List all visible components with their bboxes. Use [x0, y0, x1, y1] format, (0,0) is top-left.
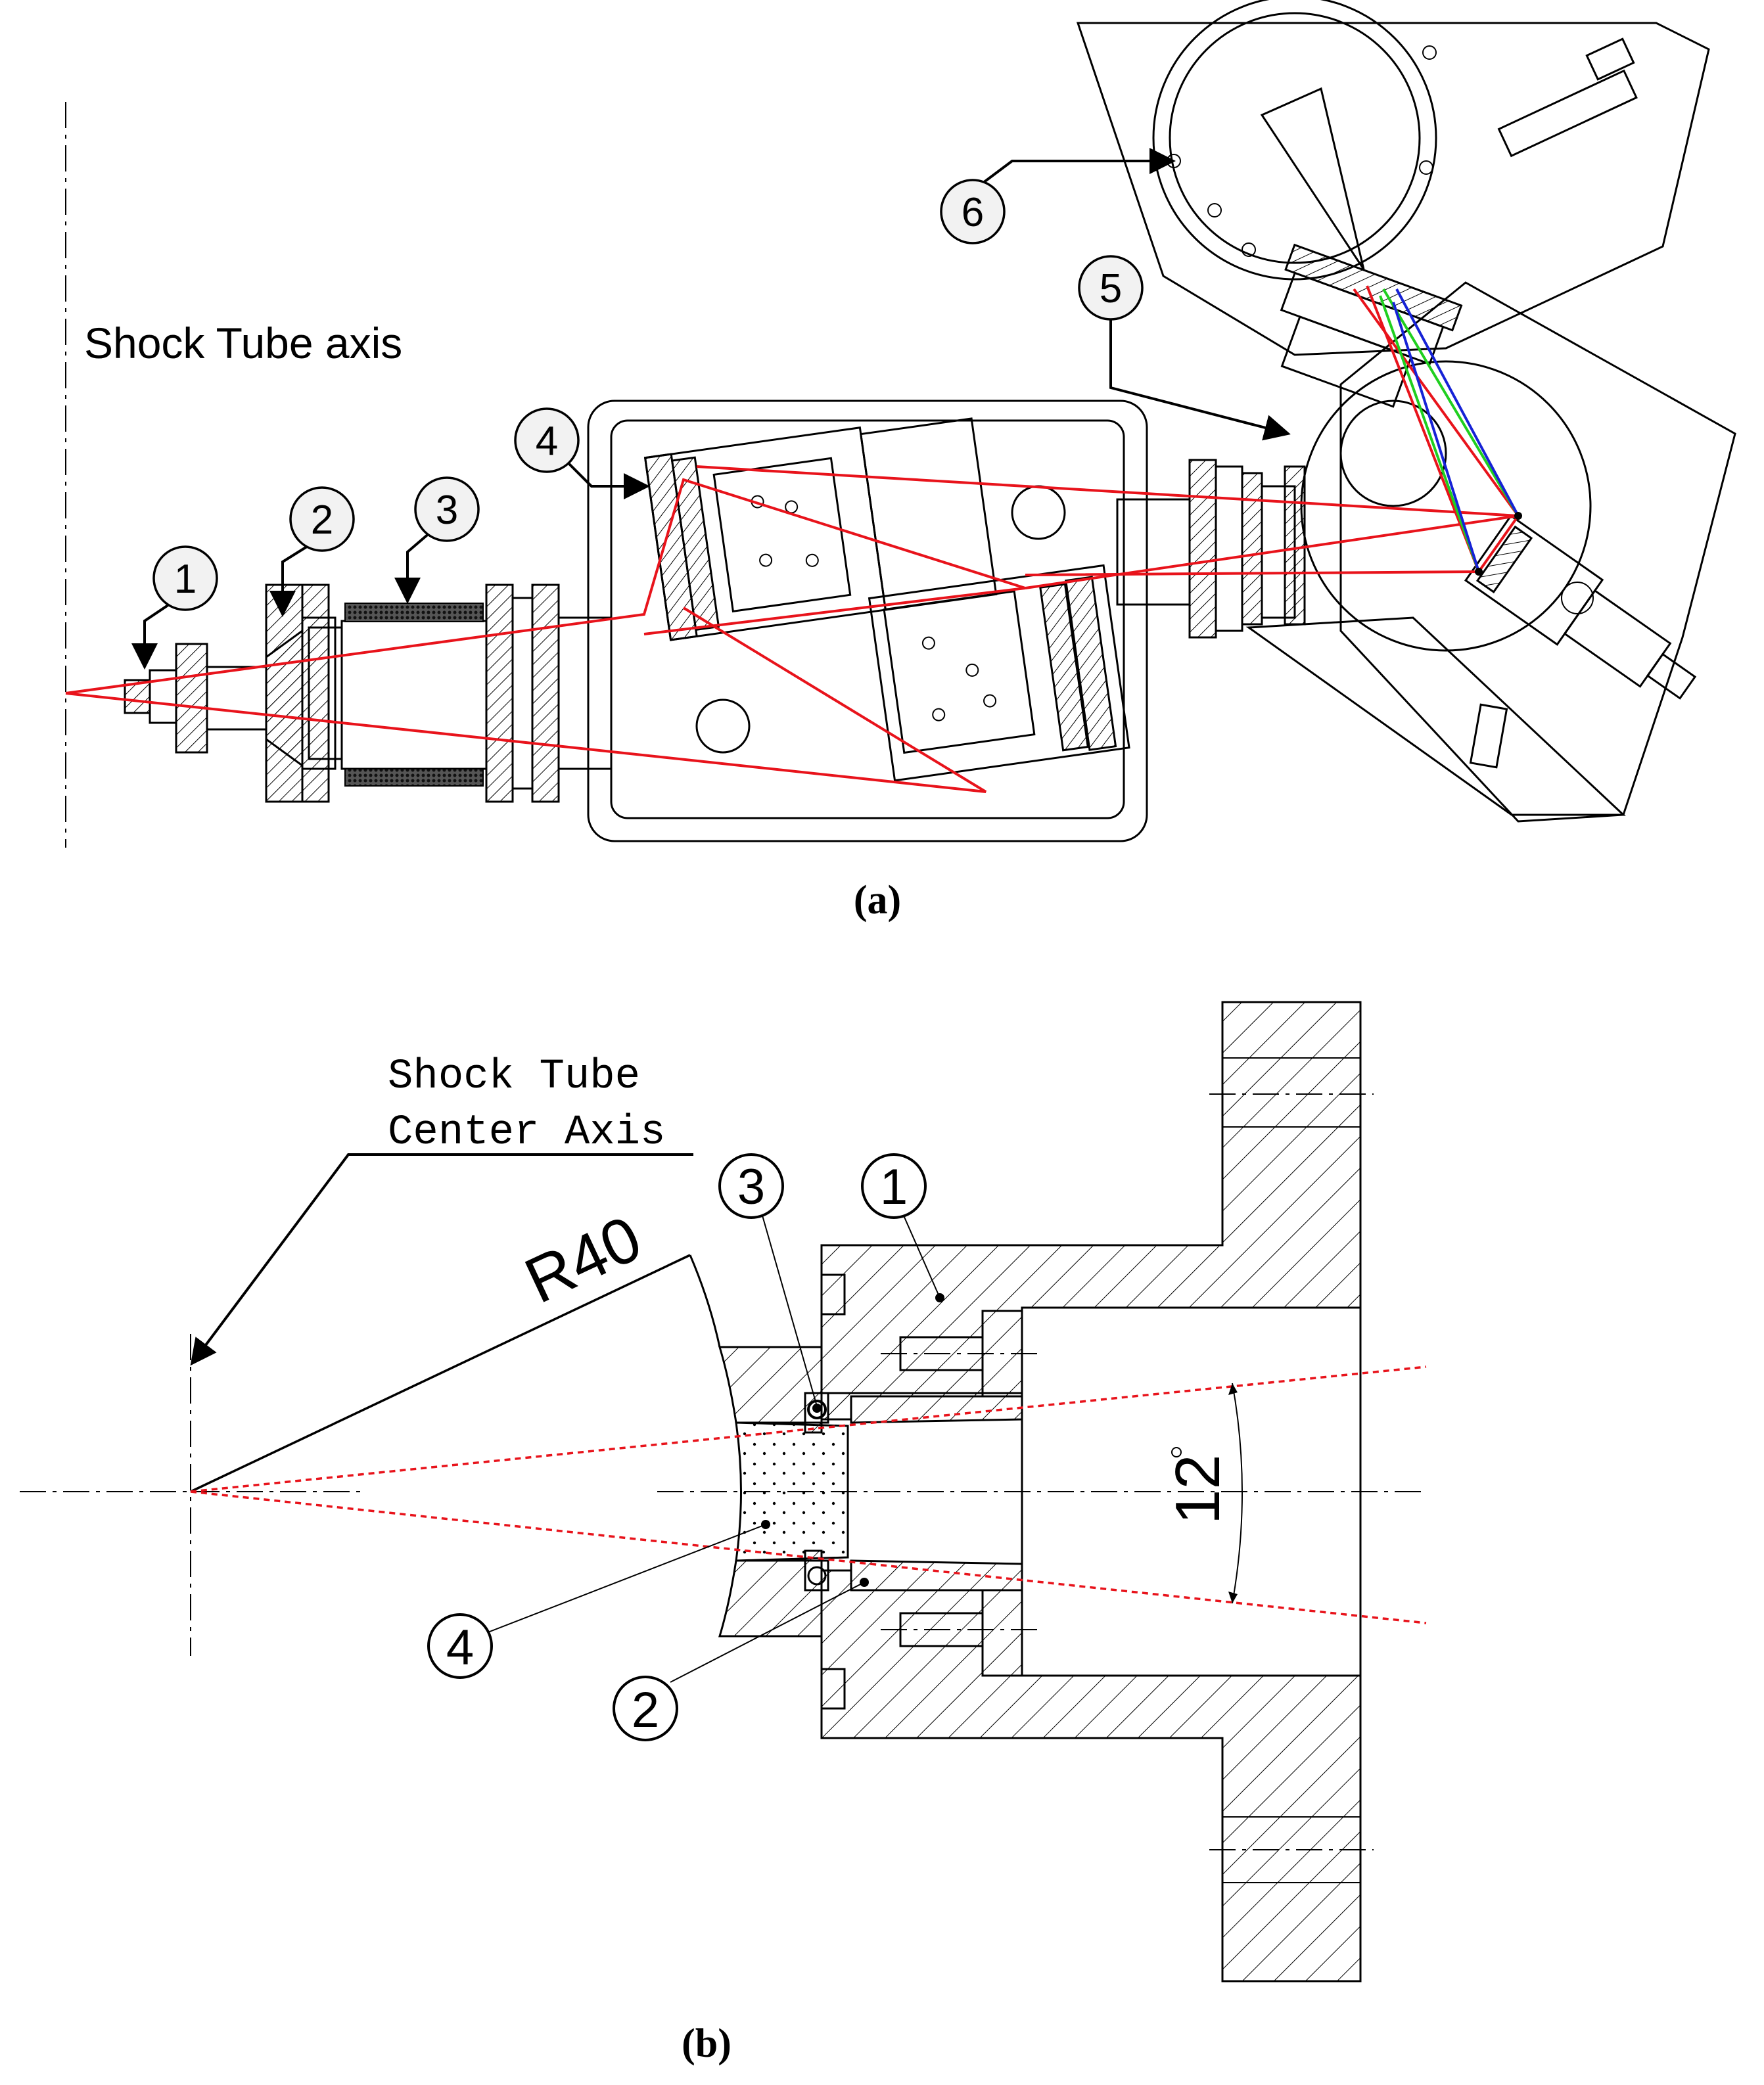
ray-to-spectrometer — [696, 465, 1521, 576]
shock-tube-center-axis-label: Shock Tube — [388, 1053, 640, 1101]
svg-text:2: 2 — [311, 497, 333, 543]
callout-a-2: 2 — [269, 486, 355, 617]
callout-a-5: 5 — [1078, 255, 1291, 441]
callout-a-6: 6 — [940, 148, 1176, 244]
callout-b-4: 4 — [427, 1520, 770, 1679]
output-flange — [1116, 459, 1296, 639]
svg-text:4: 4 — [446, 1620, 474, 1676]
axis-label-leader — [190, 1153, 693, 1366]
callout-a-1: 1 — [131, 545, 218, 670]
callout-b-3: 3 — [718, 1153, 822, 1413]
cone-ray-upper — [190, 1365, 1427, 1493]
shock-tube-axis-label: Shock Tube axis — [84, 319, 402, 367]
svg-text:3: 3 — [737, 1159, 765, 1215]
light-rays — [65, 285, 1522, 793]
angle-arc — [1232, 1383, 1243, 1604]
window-4 — [735, 1421, 849, 1562]
svg-text:5: 5 — [1100, 266, 1122, 311]
mirror-chamber-4 — [587, 400, 1148, 842]
callout-a-3: 3 — [394, 476, 480, 604]
flange-2 — [265, 584, 343, 803]
svg-text:1: 1 — [880, 1159, 908, 1215]
svg-text:4: 4 — [536, 419, 558, 464]
panel-b-caption: (b) — [682, 2021, 731, 2066]
panel-b: Shock Tube Center Axis R40 — [20, 1001, 1427, 2066]
callout-b-1: 1 — [861, 1153, 944, 1302]
spectrometer-5 — [1245, 281, 1736, 823]
cone-ray-lower — [190, 1490, 1427, 1624]
radius-line — [190, 1254, 691, 1493]
shock-tube-center-axis-label-2: Center Axis — [388, 1109, 665, 1157]
panel-a-caption: (a) — [854, 878, 901, 923]
svg-text:1: 1 — [174, 557, 197, 602]
ray-upper — [65, 478, 1026, 695]
ray-green — [1379, 295, 1480, 572]
svg-text:6: 6 — [962, 190, 984, 235]
callout-b-2: 2 — [613, 1578, 869, 1741]
detector-6 — [1076, 0, 1710, 408]
svg-text:3: 3 — [436, 488, 458, 533]
callout-a-4: 4 — [514, 407, 650, 499]
radius-label: R40 — [514, 1201, 651, 1317]
o-ring-3 — [804, 1392, 829, 1592]
flange-clamp — [485, 584, 613, 803]
angle-label: 12 — [1163, 1454, 1233, 1524]
coil-tube-3 — [340, 603, 488, 787]
svg-text:2: 2 — [632, 1682, 659, 1738]
curved-cap-2 — [718, 1346, 1023, 1638]
panel-a: Shock Tube axis — [65, 0, 1736, 923]
ray-blue — [1392, 302, 1480, 572]
ray-lower — [65, 607, 987, 793]
